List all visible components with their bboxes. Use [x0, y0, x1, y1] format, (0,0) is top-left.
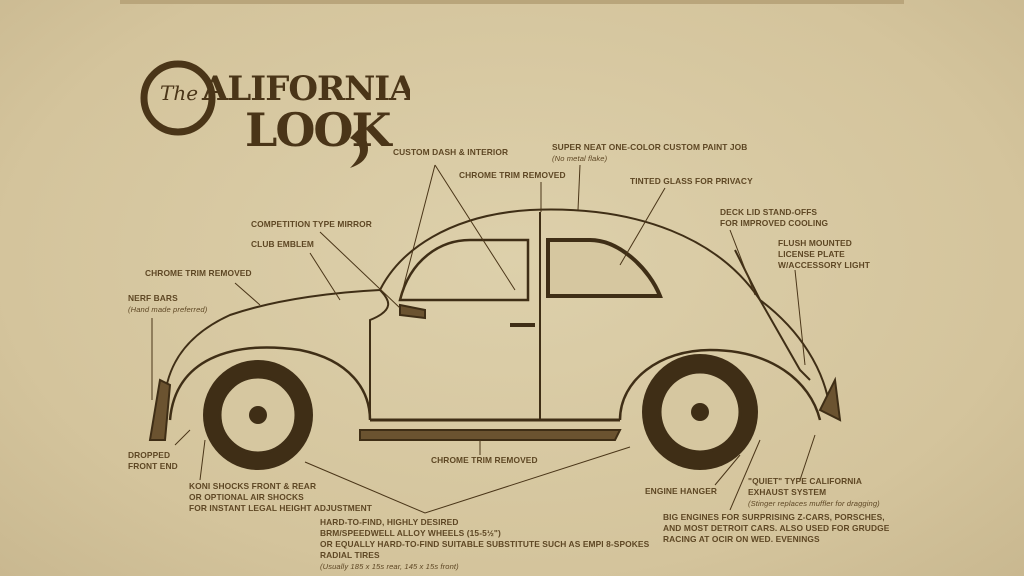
label-plate-1: FLUSH MOUNTED	[778, 238, 852, 248]
label-exhaust: "QUIET" TYPE CALIFORNIA EXHAUST SYSTEM (…	[748, 476, 880, 509]
label-koni-2: OR OPTIONAL AIR SHOCKS	[189, 492, 304, 502]
front-wheel	[203, 360, 313, 470]
label-plate-3: W/ACCESSORY LIGHT	[778, 260, 870, 270]
label-paint-note: (No metal flake)	[552, 154, 608, 163]
label-wheels-2: BRM/SPEEDWELL ALLOY WHEELS (15-5½")	[320, 528, 501, 538]
label-chrome-trim-front: CHROME TRIM REMOVED	[145, 268, 252, 278]
label-koni-1: KONI SHOCKS FRONT & REAR	[189, 481, 317, 491]
label-koni-3: FOR INSTANT LEGAL HEIGHT ADJUSTMENT	[189, 503, 372, 513]
label-nerf-bars: NERF BARS (Hand made preferred)	[128, 293, 207, 315]
label-deck-lid-2: FOR IMPROVED COOLING	[720, 218, 829, 228]
top-edge	[120, 0, 904, 4]
label-paint: SUPER NEAT ONE-COLOR CUSTOM PAINT JOB (N…	[552, 142, 747, 164]
label-chrome-trim-top: CHROME TRIM REMOVED	[459, 170, 566, 180]
label-dropped-1: DROPPED	[128, 450, 171, 460]
label-nerf-note: (Hand made preferred)	[128, 305, 208, 314]
label-exhaust-note: (Stinger replaces muffler for dragging)	[748, 499, 880, 508]
svg-text:ALIFORNIA: ALIFORNIA	[201, 69, 410, 109]
label-wheels-4: RADIAL TIRES	[320, 550, 380, 560]
logo-the: The	[160, 81, 198, 105]
label-big-engines: BIG ENGINES FOR SURPRISING Z-CARS, PORSC…	[663, 512, 889, 545]
rear-wheel	[642, 354, 758, 470]
california-look-logo: The ALIFORNIA LOOK	[140, 60, 410, 168]
label-custom-dash: CUSTOM DASH & INTERIOR	[393, 147, 509, 157]
label-nerf-1: NERF BARS	[128, 293, 178, 303]
label-dropped-2: FRONT END	[128, 461, 178, 471]
label-wheels-1: HARD-TO-FIND, HIGHLY DESIRED	[320, 517, 459, 527]
label-dropped-front-end: DROPPED FRONT END	[128, 450, 178, 472]
label-engine-hanger: ENGINE HANGER	[645, 486, 718, 496]
label-exhaust-2: EXHAUST SYSTEM	[748, 487, 827, 497]
label-plate-2: LICENSE PLATE	[778, 249, 845, 259]
label-exhaust-1: "QUIET" TYPE CALIFORNIA	[748, 476, 863, 486]
label-koni-shocks: KONI SHOCKS FRONT & REAR OR OPTIONAL AIR…	[189, 481, 372, 514]
label-deck-lid: DECK LID STAND-OFFS FOR IMPROVED COOLING	[720, 207, 828, 229]
label-big-2: AND MOST DETROIT CARS. ALSO USED FOR GRU…	[663, 523, 890, 533]
label-paint-text: SUPER NEAT ONE-COLOR CUSTOM PAINT JOB	[552, 142, 748, 152]
label-wheels: HARD-TO-FIND, HIGHLY DESIRED BRM/SPEEDWE…	[320, 517, 649, 572]
label-big-1: BIG ENGINES FOR SURPRISING Z-CARS, PORSC…	[663, 512, 885, 522]
label-mirror: COMPETITION TYPE MIRROR	[251, 219, 372, 229]
label-wheels-3: OR EQUALLY HARD-TO-FIND SUITABLE SUBSTIT…	[320, 539, 650, 549]
svg-text:LOOK: LOOK	[245, 103, 393, 157]
label-big-3: RACING AT OCIR ON WED. EVENINGS	[663, 534, 820, 544]
label-license-plate: FLUSH MOUNTED LICENSE PLATE W/ACCESSORY …	[778, 238, 870, 271]
label-wheels-note: (Usually 185 x 15s rear, 145 x 15s front…	[320, 562, 459, 571]
label-deck-lid-1: DECK LID STAND-OFFS	[720, 207, 818, 217]
label-club-emblem: CLUB EMBLEM	[251, 239, 314, 249]
label-chrome-trim-bottom: CHROME TRIM REMOVED	[431, 455, 538, 465]
label-tinted-glass: TINTED GLASS FOR PRIVACY	[630, 176, 753, 186]
